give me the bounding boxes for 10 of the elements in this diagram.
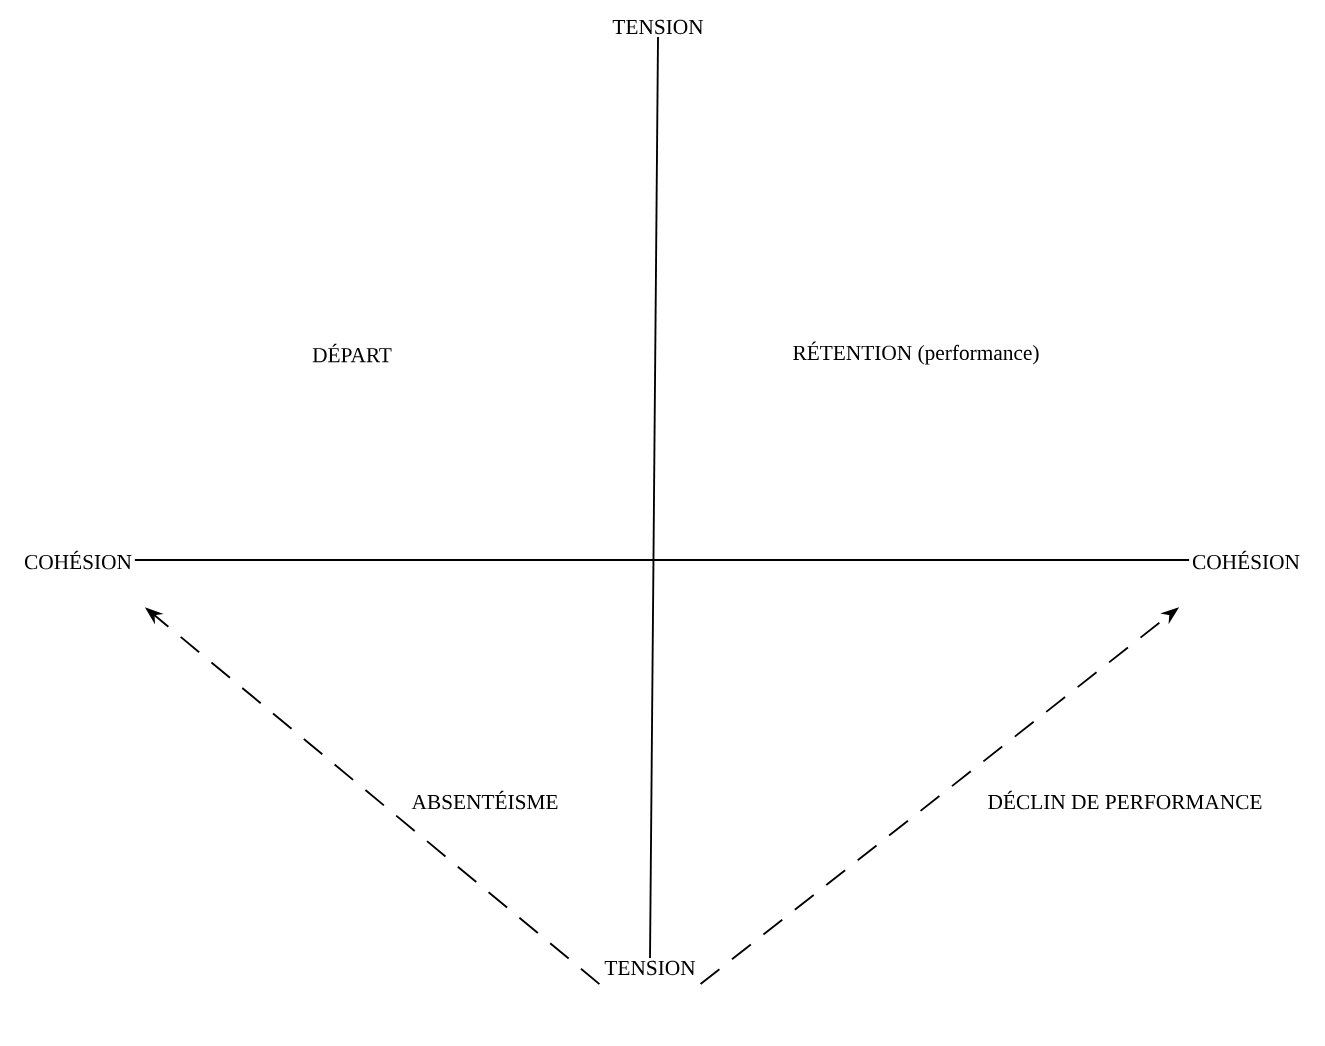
axis-line [649, 36, 659, 959]
axis-line [133, 559, 1191, 561]
quadrant-label: DÉCLIN DE PERFORMANCE [988, 790, 1262, 810]
quadrant-label: ABSENTÉISME [411, 790, 558, 810]
quadrant-label: DÉPART [312, 343, 392, 363]
axis-label: TENSION [612, 19, 704, 35]
axis-label: COHÉSION [1192, 550, 1300, 570]
axis-label: COHÉSION [24, 550, 132, 570]
axis-label: TENSION [604, 960, 696, 976]
quadrant-label: RÉTENTION (performance) [793, 341, 1039, 365]
